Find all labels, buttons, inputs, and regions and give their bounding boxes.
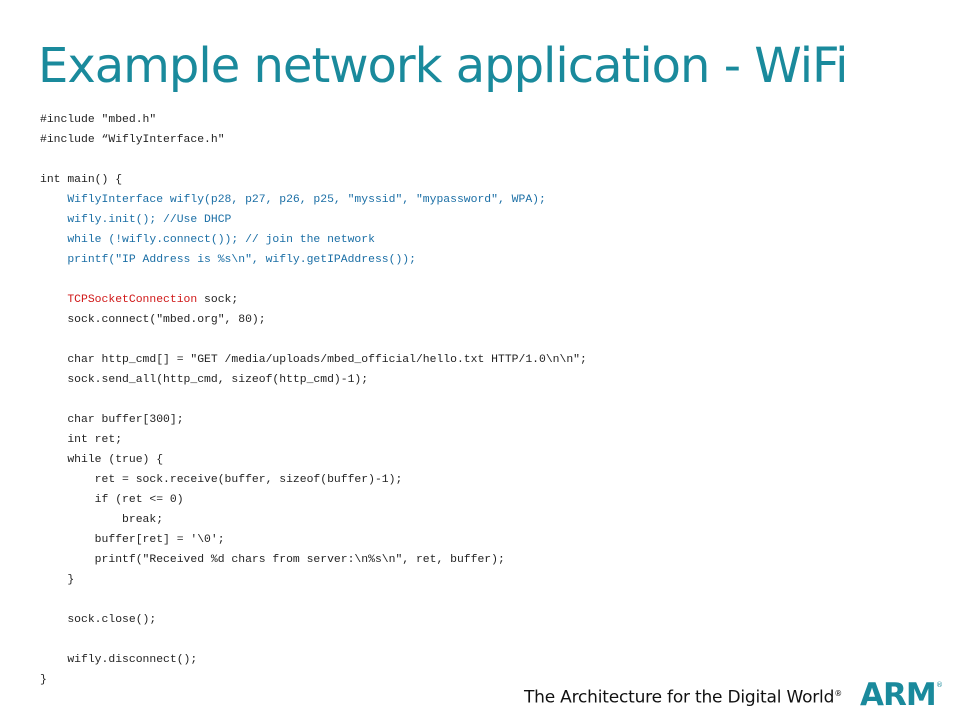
- code-line: }: [40, 570, 587, 590]
- code-text: sock.connect("mbed.org", 80);: [40, 314, 266, 326]
- code-text: ret = sock.receive(buffer, sizeof(buffer…: [40, 474, 403, 486]
- code-text: sock.send_all(http_cmd, sizeof(http_cmd)…: [40, 374, 369, 386]
- code-text: sock;: [197, 294, 239, 306]
- code-line: WiflyInterface wifly(p28, p27, p26, p25,…: [40, 190, 587, 210]
- code-line: while (true) {: [40, 450, 587, 470]
- code-text: int main() {: [40, 174, 123, 186]
- code-line: [40, 390, 587, 410]
- footer: The Architecture for the Digital World® …: [524, 678, 944, 708]
- code-text: break;: [40, 514, 164, 526]
- code-line: char buffer[300];: [40, 410, 587, 430]
- code-line: break;: [40, 510, 587, 530]
- code-line: #include "mbed.h": [40, 110, 587, 130]
- code-text: wifly.init(); //Use DHCP: [40, 214, 232, 226]
- code-line: [40, 150, 587, 170]
- code-line: [40, 270, 587, 290]
- code-text: buffer[ret] = '\0';: [40, 534, 225, 546]
- footer-tagline: The Architecture for the Digital World®: [524, 684, 852, 708]
- code-text: #include "mbed.h": [40, 114, 157, 126]
- code-line: [40, 590, 587, 610]
- code-line: }: [40, 670, 587, 690]
- code-line: [40, 630, 587, 650]
- footer-tagline-text: The Architecture for the Digital World: [523, 688, 835, 708]
- code-text: WiflyInterface wifly(p28, p27, p26, p25,…: [40, 194, 546, 206]
- code-line: ret = sock.receive(buffer, sizeof(buffer…: [40, 470, 587, 490]
- code-line: printf("Received %d chars from server:\n…: [40, 550, 587, 570]
- slide-title: Example network application - WiFi: [38, 38, 848, 94]
- code-line: char http_cmd[] = "GET /media/uploads/mb…: [40, 350, 587, 370]
- code-text: int ret;: [40, 434, 123, 446]
- code-line: wifly.disconnect();: [40, 650, 587, 670]
- code-text: [40, 294, 67, 306]
- code-text: #include “WiflyInterface.h": [40, 134, 225, 146]
- code-text: char http_cmd[] = "GET /media/uploads/mb…: [40, 354, 587, 366]
- code-keyword: TCPSocketConnection: [67, 294, 198, 306]
- code-line: sock.close();: [40, 610, 587, 630]
- code-line: int ret;: [40, 430, 587, 450]
- code-text: }: [40, 674, 47, 686]
- code-text: sock.close();: [40, 614, 157, 626]
- arm-logo-mark: ®: [936, 681, 943, 689]
- code-text: printf("Received %d chars from server:\n…: [40, 554, 505, 566]
- code-line: if (ret <= 0): [40, 490, 587, 510]
- code-line: wifly.init(); //Use DHCP: [40, 210, 587, 230]
- code-line: printf("IP Address is %s\n", wifly.getIP…: [40, 250, 587, 270]
- code-text: }: [40, 574, 75, 586]
- code-line: int main() {: [40, 170, 587, 190]
- code-line: [40, 330, 587, 350]
- arm-logo: ARM ®: [860, 678, 943, 708]
- code-line: sock.connect("mbed.org", 80);: [40, 310, 587, 330]
- code-line: while (!wifly.connect()); // join the ne…: [40, 230, 587, 250]
- code-line: #include “WiflyInterface.h": [40, 130, 587, 150]
- code-block: #include "mbed.h" #include “WiflyInterfac…: [40, 110, 587, 690]
- code-text: while (!wifly.connect()); // join the ne…: [40, 234, 375, 246]
- code-text: wifly.disconnect();: [40, 654, 198, 666]
- code-line: sock.send_all(http_cmd, sizeof(http_cmd)…: [40, 370, 587, 390]
- code-line: TCPSocketConnection sock;: [40, 290, 587, 310]
- arm-logo-text: ARM: [860, 678, 936, 708]
- code-line: buffer[ret] = '\0';: [40, 530, 587, 550]
- code-text: printf("IP Address is %s\n", wifly.getIP…: [40, 254, 416, 266]
- code-text: char buffer[300];: [40, 414, 184, 426]
- code-text: while (true) {: [40, 454, 164, 466]
- registered-mark: ®: [834, 689, 842, 699]
- code-text: if (ret <= 0): [40, 494, 184, 506]
